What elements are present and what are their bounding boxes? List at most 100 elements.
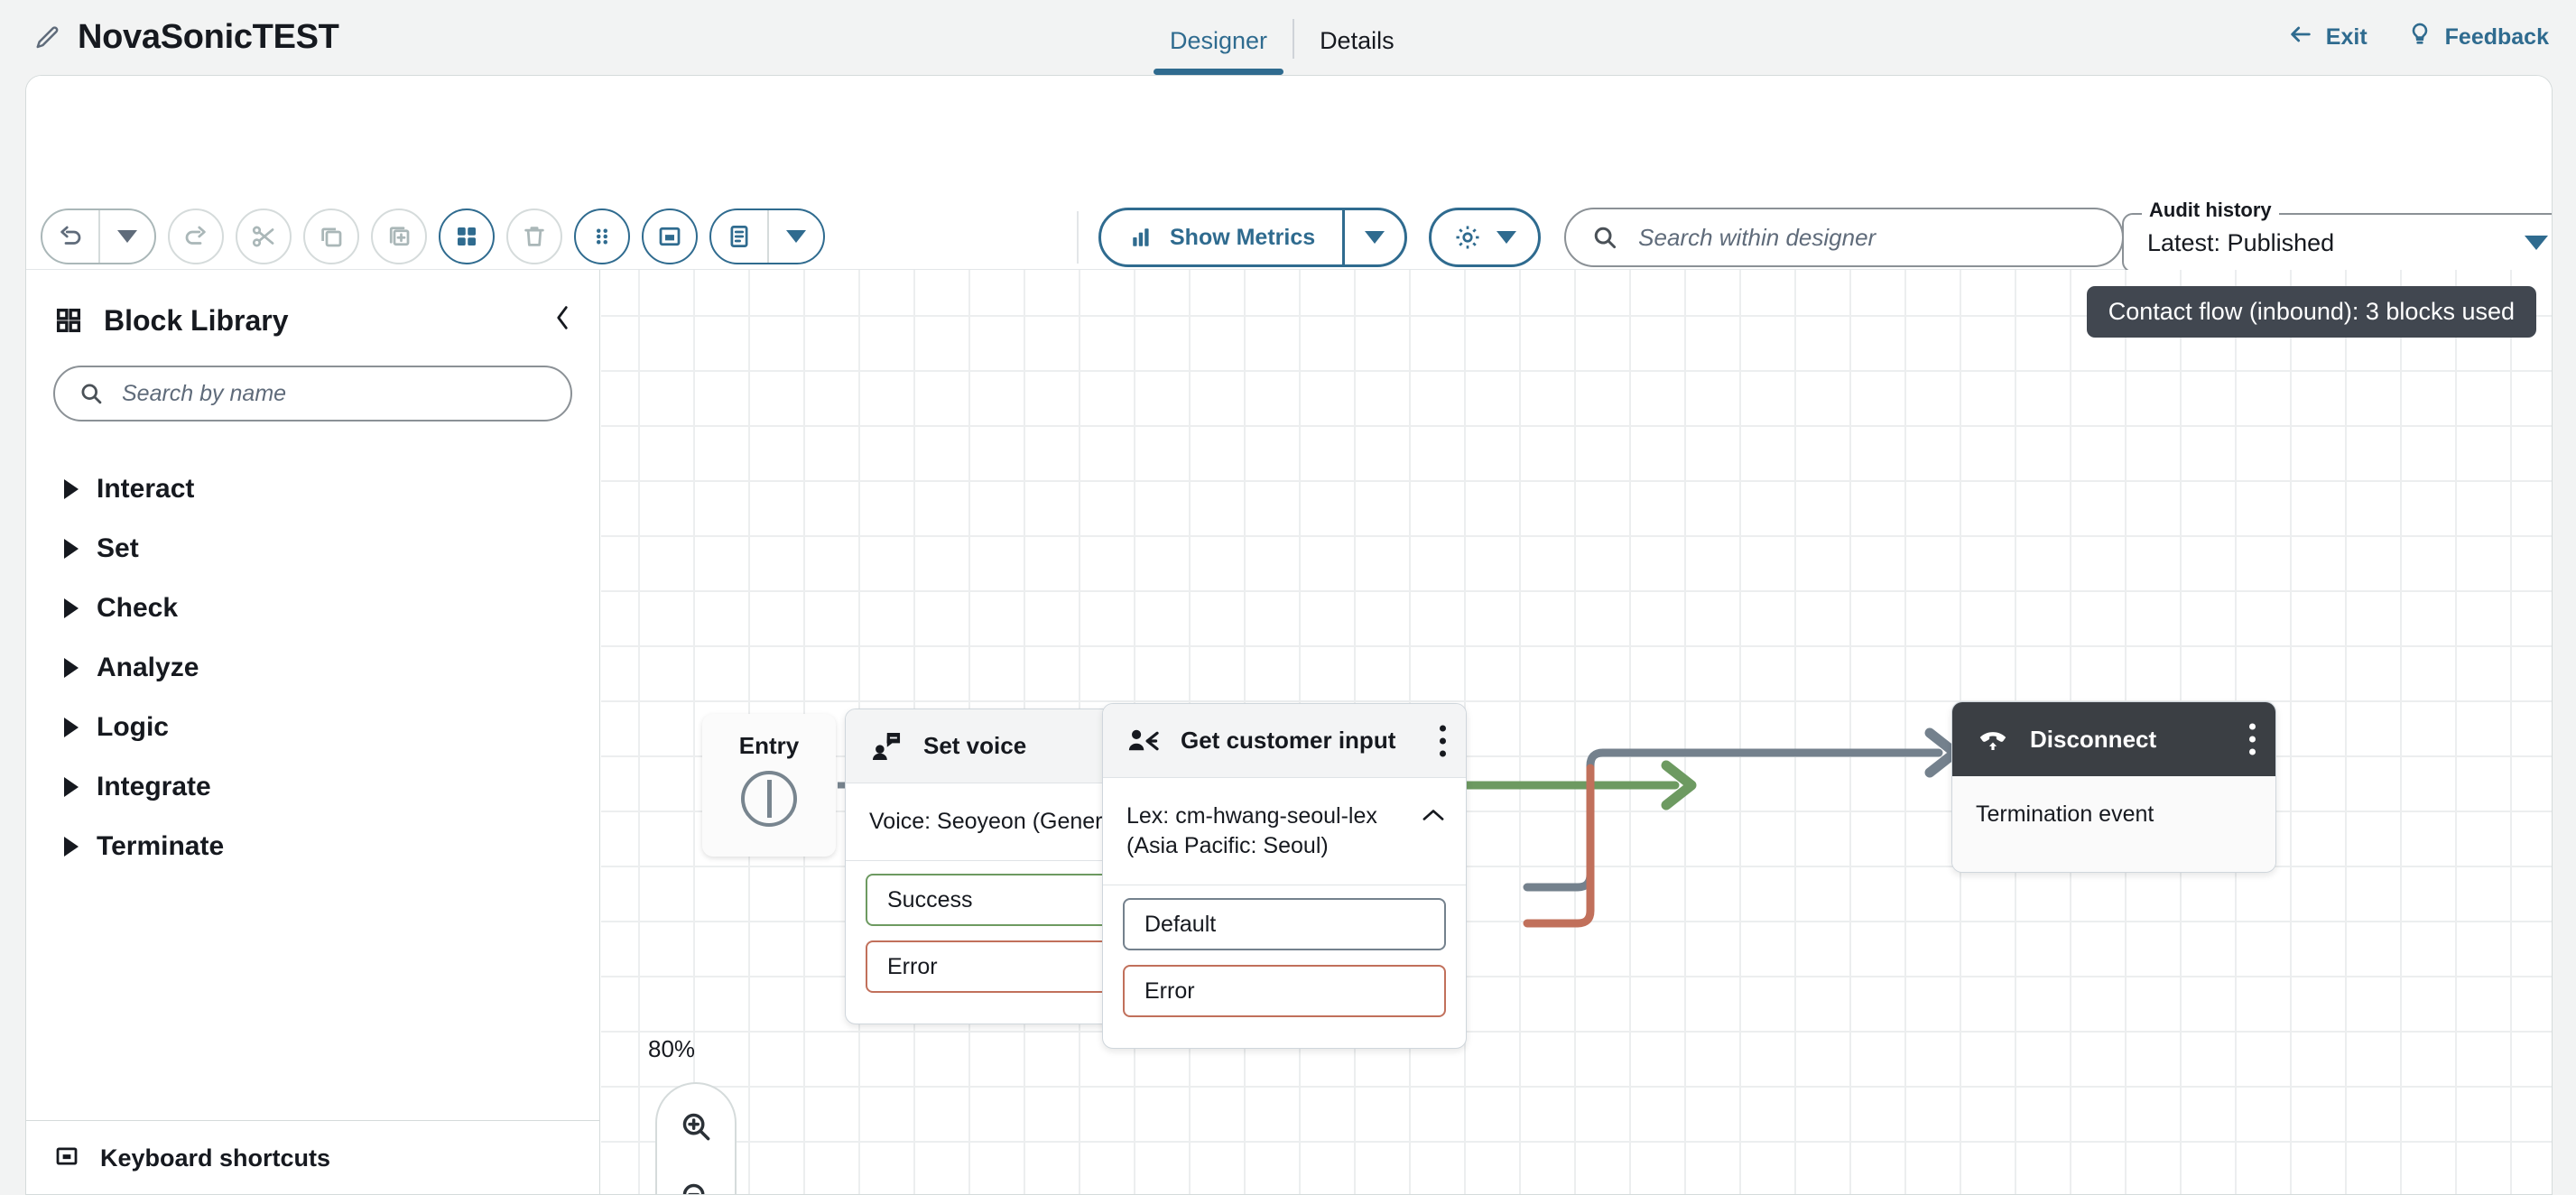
block-title: Set voice (923, 732, 1027, 759)
redo-icon (185, 226, 206, 245)
delete-button[interactable] (506, 208, 562, 264)
hangup-phone-icon (1976, 722, 2010, 756)
frame-icon (659, 227, 681, 246)
audit-history-value: Latest: Published (2147, 228, 2335, 256)
person-branch-icon (1126, 724, 1161, 758)
zoom-controls (655, 1082, 737, 1194)
zoom-out-button[interactable] (657, 1162, 735, 1194)
page-title: NovaSonicTEST (78, 18, 339, 56)
show-metrics-button[interactable]: Show Metrics (1101, 210, 1342, 264)
redo-button[interactable] (168, 208, 224, 264)
port-default[interactable]: Default (1123, 898, 1446, 950)
flow-canvas[interactable]: Contact flow (inbound): 3 blocks used En… (601, 270, 2552, 1194)
audit-history-field: Audit history Latest: Published (2122, 199, 2552, 273)
block-get-customer-input[interactable]: Get customer input Lex: cm-hwang-seoul-l… (1102, 703, 1467, 1049)
feedback-button[interactable]: Feedback (2407, 22, 2549, 53)
zoom-in-button[interactable] (657, 1091, 735, 1162)
caret-down-icon (1496, 231, 1517, 244)
exit-button[interactable]: Exit (2288, 22, 2368, 53)
entry-node[interactable]: Entry (702, 714, 836, 857)
settings-dropdown-button[interactable] (1429, 208, 1542, 267)
grid-four-icon (53, 305, 84, 336)
toolbar-center-group: Show Metrics (1077, 208, 2125, 267)
bar-chart-icon (1133, 228, 1149, 246)
keyboard-panel-icon (53, 1143, 80, 1174)
block-title: Get customer input (1181, 727, 1396, 754)
undo-button[interactable] (42, 210, 98, 263)
notes-button[interactable] (711, 210, 767, 263)
category-label: Analyze (97, 653, 199, 682)
block-search-input[interactable] (120, 379, 547, 408)
copy-button[interactable] (303, 208, 359, 264)
toolbar-left-group (41, 208, 837, 264)
flow-title-group: NovaSonicTEST (34, 18, 339, 57)
block-body-text: Lex: cm-hwang-seoul-lex (Asia Pacific: S… (1126, 803, 1377, 858)
cut-button[interactable] (236, 208, 292, 264)
grid-layout-button[interactable] (439, 208, 495, 264)
undo-dropdown-button[interactable] (98, 210, 154, 263)
chevron-right-icon (64, 598, 79, 618)
notes-split-button[interactable] (709, 208, 825, 264)
scissors-icon (252, 226, 274, 247)
duplicate-button[interactable] (371, 208, 427, 264)
tab-details[interactable]: Details (1320, 27, 1395, 54)
sidebar-item-integrate[interactable]: Integrate (26, 757, 599, 817)
entry-label: Entry (738, 732, 800, 759)
block-menu-button[interactable] (1440, 725, 1446, 756)
category-label: Terminate (97, 831, 225, 861)
audit-history-select[interactable]: Latest: Published (2122, 213, 2552, 273)
sidebar-item-analyze[interactable]: Analyze (26, 638, 599, 698)
top-header: NovaSonicTEST Designer Details Exit Feed… (0, 0, 2576, 75)
port-error[interactable]: Error (1123, 965, 1446, 1017)
designer-search-box[interactable] (1564, 208, 2125, 267)
block-header[interactable]: Disconnect (1952, 702, 2275, 776)
header-tabs: Designer Details (1144, 0, 1420, 75)
block-menu-button[interactable] (2249, 723, 2256, 755)
sidebar-item-terminate[interactable]: Terminate (26, 817, 599, 876)
header-actions: Exit Feedback (2288, 0, 2549, 75)
document-lines-icon (730, 226, 748, 247)
chevron-right-icon (64, 777, 79, 797)
zoom-level-label: 80% (648, 1035, 696, 1062)
person-speech-icon (869, 729, 903, 764)
toolbar: Show Metrics Audit hi (26, 76, 2552, 346)
blocks-used-tooltip: Contact flow (inbound): 3 blocks used (2086, 286, 2536, 338)
sidebar-item-logic[interactable]: Logic (26, 698, 599, 757)
undo-icon (60, 226, 81, 245)
block-library-sidebar: Block Library Interact Set (26, 270, 600, 1194)
notes-dropdown-button[interactable] (767, 210, 823, 263)
search-icon (81, 384, 102, 404)
search-input[interactable] (1636, 222, 2098, 253)
chevron-up-icon[interactable] (1421, 801, 1446, 831)
arrow-left-icon (2288, 22, 2313, 53)
sidebar-item-interact[interactable]: Interact (26, 459, 599, 519)
block-header[interactable]: Get customer input (1103, 704, 1466, 778)
block-body: Termination event (1952, 776, 2275, 872)
category-label: Interact (97, 474, 195, 504)
chevron-left-icon[interactable] (552, 302, 572, 338)
frame-button[interactable] (642, 208, 698, 264)
block-body: Lex: cm-hwang-seoul-lex (Asia Pacific: S… (1103, 778, 1466, 885)
zoom-in-icon (682, 1113, 710, 1141)
show-metrics-dropdown-button[interactable] (1342, 210, 1404, 264)
duplicate-add-icon (389, 227, 410, 246)
six-dots-icon (597, 228, 607, 245)
undo-split-button[interactable] (41, 208, 156, 264)
category-label: Integrate (97, 772, 211, 801)
pencil-icon[interactable] (34, 24, 61, 51)
audit-history-label: Audit history (2142, 199, 2279, 222)
tab-designer[interactable]: Designer (1144, 27, 1293, 75)
keyboard-shortcuts-button[interactable]: Keyboard shortcuts (26, 1120, 600, 1194)
category-label: Check (97, 593, 179, 623)
block-ports: Default Error (1103, 885, 1466, 1048)
category-label: Set (97, 533, 139, 563)
chevron-right-icon (64, 718, 79, 737)
drag-handle-button[interactable] (574, 208, 630, 264)
sidebar-item-set[interactable]: Set (26, 519, 599, 579)
show-metrics-split-button[interactable]: Show Metrics (1098, 208, 1408, 267)
block-search-box[interactable] (53, 366, 572, 421)
chevron-right-icon (64, 658, 79, 678)
main-panel: Show Metrics Audit hi (25, 75, 2553, 1195)
block-disconnect[interactable]: Disconnect Termination event (1951, 701, 2276, 873)
sidebar-item-check[interactable]: Check (26, 579, 599, 638)
